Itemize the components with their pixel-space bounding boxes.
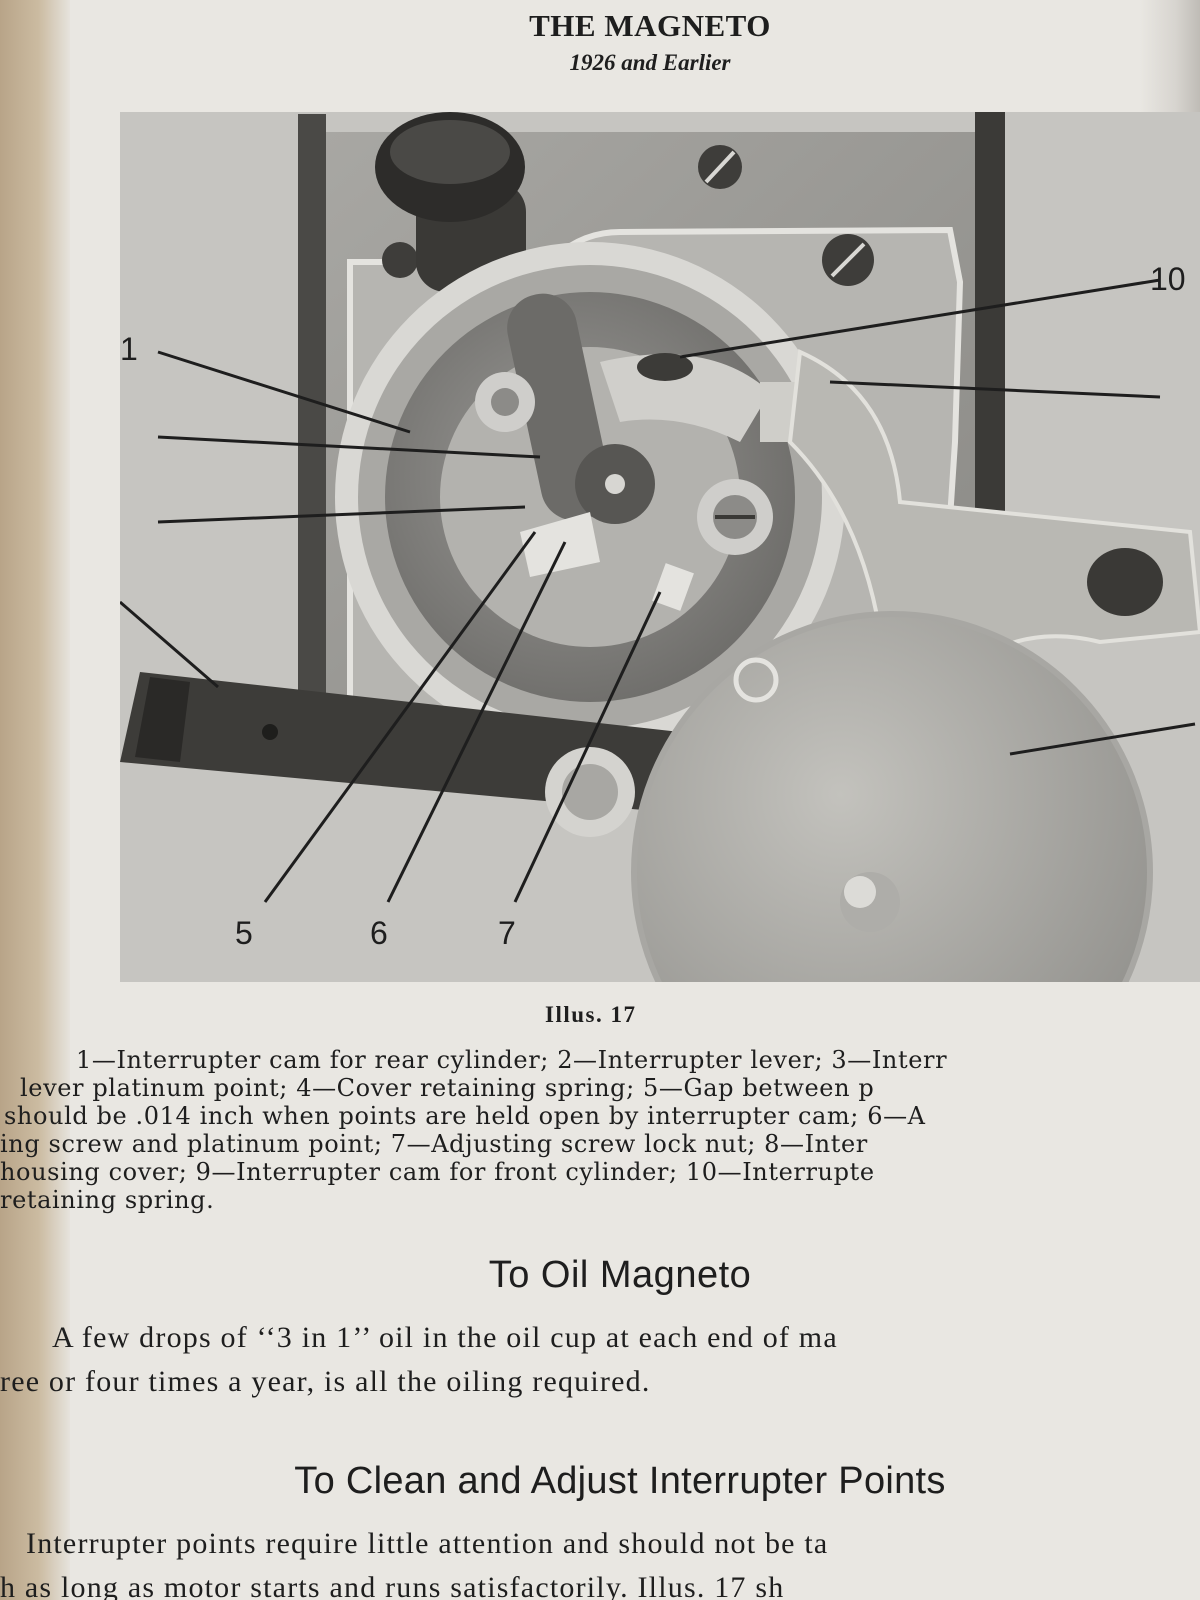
- section-paragraph-oil-magneto: A few drops of ‘‘3 in 1’’ oil in the oil…: [0, 1316, 1200, 1404]
- legend-line: lever platinum point; 4—Cover retaining …: [20, 1074, 875, 1102]
- cover-clip: [733, 657, 779, 703]
- paragraph-line: A few drops of ‘‘3 in 1’’ oil in the oil…: [52, 1321, 838, 1354]
- page-edge-shadow: [0, 0, 70, 1600]
- callout-5: 5: [235, 915, 253, 951]
- legend-line: retaining spring.: [0, 1186, 215, 1214]
- paragraph-line: Interrupter points require little attent…: [26, 1527, 829, 1560]
- housing-left-bar: [298, 114, 326, 734]
- platinum-points: [520, 512, 600, 577]
- section-paragraph-interrupter-points: Interrupter points require little attent…: [0, 1522, 1200, 1600]
- legend-line: ing screw and platinum point; 7—Adjustin…: [0, 1130, 868, 1158]
- arm-hole: [1087, 548, 1163, 616]
- section-heading-oil-magneto: To Oil Magneto: [488, 1254, 752, 1296]
- page-subtitle: 1926 and Earlier: [569, 50, 731, 75]
- callout-6: 6: [370, 915, 388, 951]
- lock-nut: [652, 563, 694, 611]
- legend-line: 1—Interrupter cam for rear cylinder; 2—I…: [76, 1046, 948, 1074]
- legend-line: should be .014 inch when points are held…: [4, 1102, 926, 1130]
- running-head: THE MAGNETO 1926 and Earlier: [470, 8, 830, 76]
- magneto-photo: 1 2 3 4 5 6 7 8 9 10: [120, 112, 1200, 982]
- callout-7: 7: [498, 915, 516, 951]
- cover-retaining-spring: [120, 672, 680, 812]
- screw-left: [382, 242, 418, 278]
- magneto-illustration: 1 2 3 4 5 6 7 8 9 10: [120, 112, 1200, 982]
- legend-line: housing cover; 9—Interrupter cam for fro…: [0, 1158, 875, 1186]
- interrupter-cam-rear: [600, 354, 770, 442]
- paragraph-line: ree or four times a year, is all the oil…: [0, 1365, 651, 1398]
- figure-legend: 1—Interrupter cam for rear cylinder; 2—I…: [0, 1046, 1200, 1214]
- figure-caption: Illus. 17: [545, 1002, 637, 1027]
- callout-1: 1: [120, 331, 138, 367]
- callout-10: 10: [1150, 261, 1186, 297]
- leader-lines: [120, 278, 1196, 903]
- page-title: THE MAGNETO: [529, 8, 771, 43]
- paragraph-line: h as long as motor starts and runs satis…: [0, 1571, 785, 1600]
- interrupter-housing-cover: [631, 611, 1153, 982]
- section-heading-interrupter-points: To Clean and Adjust Interrupter Points: [294, 1460, 946, 1502]
